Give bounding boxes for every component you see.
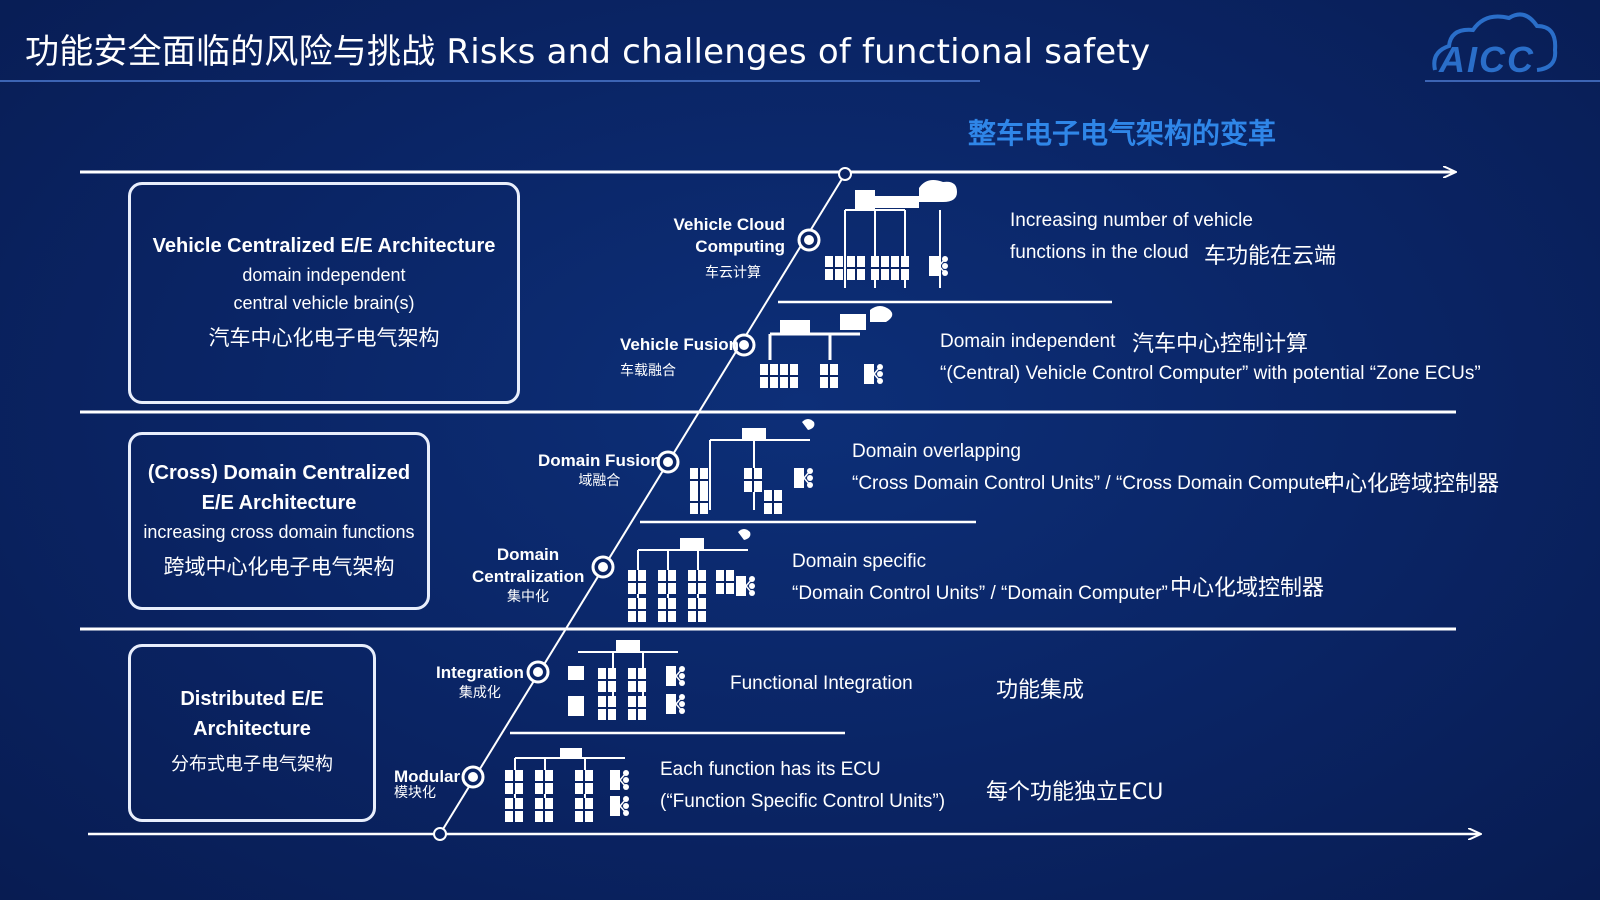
- cloud-ecu-icon: [824, 180, 957, 288]
- desc-domain-fusion: Domain overlapping “Cross Domain Control…: [852, 436, 1338, 500]
- logo-underline: [1425, 80, 1600, 82]
- stage-label-modular-cn: 模块化: [394, 785, 436, 801]
- vehicle-fusion-ecu-icon: [759, 306, 893, 389]
- desc-modular-cn: 每个功能独立ECU: [986, 780, 1164, 805]
- desc-domain-central-line2: “Domain Control Units” / “Domain Compute…: [792, 583, 1168, 604]
- stage-label-domain-fusion-cn: 域融合: [578, 473, 621, 489]
- stage-label-cloud-cn: 车云计算: [705, 265, 761, 281]
- distributed-box-title: Distributed E/E Architecture: [180, 688, 324, 740]
- vehicle-box-line2: domain independent: [242, 265, 406, 285]
- aicc-logo: AICC: [1432, 12, 1558, 78]
- vehicle-box-cn: 汽车中心化电子电气架构: [208, 326, 440, 350]
- desc-domain-central: Domain specific “Domain Control Units” /…: [792, 546, 1168, 610]
- desc-cloud-line1: Increasing number of vehicle: [1010, 210, 1253, 231]
- cross-domain-box: (Cross) Domain Centralized E/E Architect…: [128, 432, 430, 610]
- cross-box-title: (Cross) Domain Centralized E/E Architect…: [147, 462, 411, 514]
- stage-label-domain-central-en: Domain Centralization: [472, 545, 585, 586]
- stage-label-domain-fusion-en: Domain Fusion: [538, 451, 661, 470]
- stage-label-integration-cn: 集成化: [458, 685, 501, 701]
- stage-label-domain-central-cn: 集中化: [507, 589, 549, 605]
- desc-cloud-cn: 车功能在云端: [1204, 244, 1337, 269]
- desc-modular-line1: Each function has its ECU: [660, 759, 881, 780]
- desc-integration-line1: Functional Integration: [730, 673, 913, 694]
- desc-domain-fusion-line2: “Cross Domain Control Units” / “Cross Do…: [852, 473, 1338, 494]
- page-title: 功能安全面临的风险与挑战 Risks and challenges of fun…: [25, 32, 1151, 72]
- stage-label-fusion-cn: 车载融合: [620, 363, 676, 379]
- desc-domain-central-line1: Domain specific: [792, 551, 927, 572]
- vehicle-centralized-box: Vehicle Centralized E/E Architecture dom…: [128, 182, 520, 404]
- diagram-subheading: 整车电子电气架构的变革: [968, 117, 1277, 150]
- stage-node-domain-central: [591, 555, 615, 579]
- stage-node-modular: [461, 765, 485, 789]
- domain-central-ecu-icon: [627, 529, 756, 623]
- stage-label-fusion: Vehicle Fusion 车载融合: [620, 334, 739, 380]
- desc-domain-central-cn: 中心化域控制器: [1170, 576, 1325, 601]
- stage-node-cloud: [797, 228, 821, 252]
- distributed-box-cn: 分布式电子电气架构: [171, 754, 333, 775]
- stage-label-modular-en: Modular: [394, 767, 461, 786]
- axis-origin-node: [433, 827, 447, 841]
- stage-label-cloud-en: Vehicle Cloud Computing: [673, 215, 785, 256]
- stage-node-vehicle-fusion: [732, 333, 756, 357]
- stage-label-domain-central: Domain Centralization 集中化: [472, 544, 584, 606]
- desc-fusion: Domain independent “(Central) Vehicle Co…: [940, 326, 1481, 390]
- desc-fusion-cn: 汽车中心控制计算: [1132, 332, 1309, 357]
- stage-label-fusion-en: Vehicle Fusion: [620, 335, 740, 354]
- vehicle-box-title: Vehicle Centralized E/E Architecture: [152, 235, 496, 257]
- desc-cloud: Increasing number of vehicle functions i…: [1010, 205, 1253, 269]
- desc-fusion-line2: “(Central) Vehicle Control Computer” wit…: [940, 363, 1481, 384]
- domain-fusion-ecu-icon: [689, 419, 815, 515]
- progression-line: [439, 173, 846, 835]
- stage-label-integration-en: Integration: [436, 663, 524, 682]
- cross-box-line2: increasing cross domain functions: [143, 522, 415, 542]
- desc-domain-fusion-cn: 中心化跨域控制器: [1323, 472, 1500, 497]
- distributed-box: Distributed E/E Architecture 分布式电子电气架构: [128, 644, 376, 822]
- cross-box-cn: 跨域中心化电子电气架构: [163, 555, 395, 579]
- logo-text: AICC: [1438, 39, 1535, 78]
- stage-node-domain-fusion: [656, 450, 680, 474]
- stage-node-integration: [526, 660, 550, 684]
- desc-fusion-line1: Domain independent: [940, 331, 1116, 352]
- desc-modular: Each function has its ECU (“Function Spe…: [660, 754, 945, 818]
- modular-ecu-icon: [504, 748, 630, 823]
- stage-label-domain-fusion: Domain Fusion 域融合: [538, 450, 661, 490]
- stage-label-modular: Modular 模块化: [394, 766, 460, 802]
- stage-label-cloud: Vehicle Cloud Computing 车云计算: [665, 214, 785, 282]
- vehicle-box-line3: central vehicle brain(s): [233, 293, 415, 313]
- desc-integration-cn: 功能集成: [996, 678, 1085, 703]
- integration-ecu-icon: [568, 640, 686, 721]
- desc-cloud-line2: functions in the cloud: [1010, 242, 1189, 263]
- desc-integration: Functional Integration: [730, 668, 913, 700]
- desc-domain-fusion-line1: Domain overlapping: [852, 441, 1021, 462]
- title-underline: [0, 80, 980, 82]
- desc-modular-line2: (“Function Specific Control Units”): [660, 791, 946, 812]
- stage-label-integration: Integration 集成化: [436, 662, 524, 702]
- axis-top-node: [838, 167, 852, 181]
